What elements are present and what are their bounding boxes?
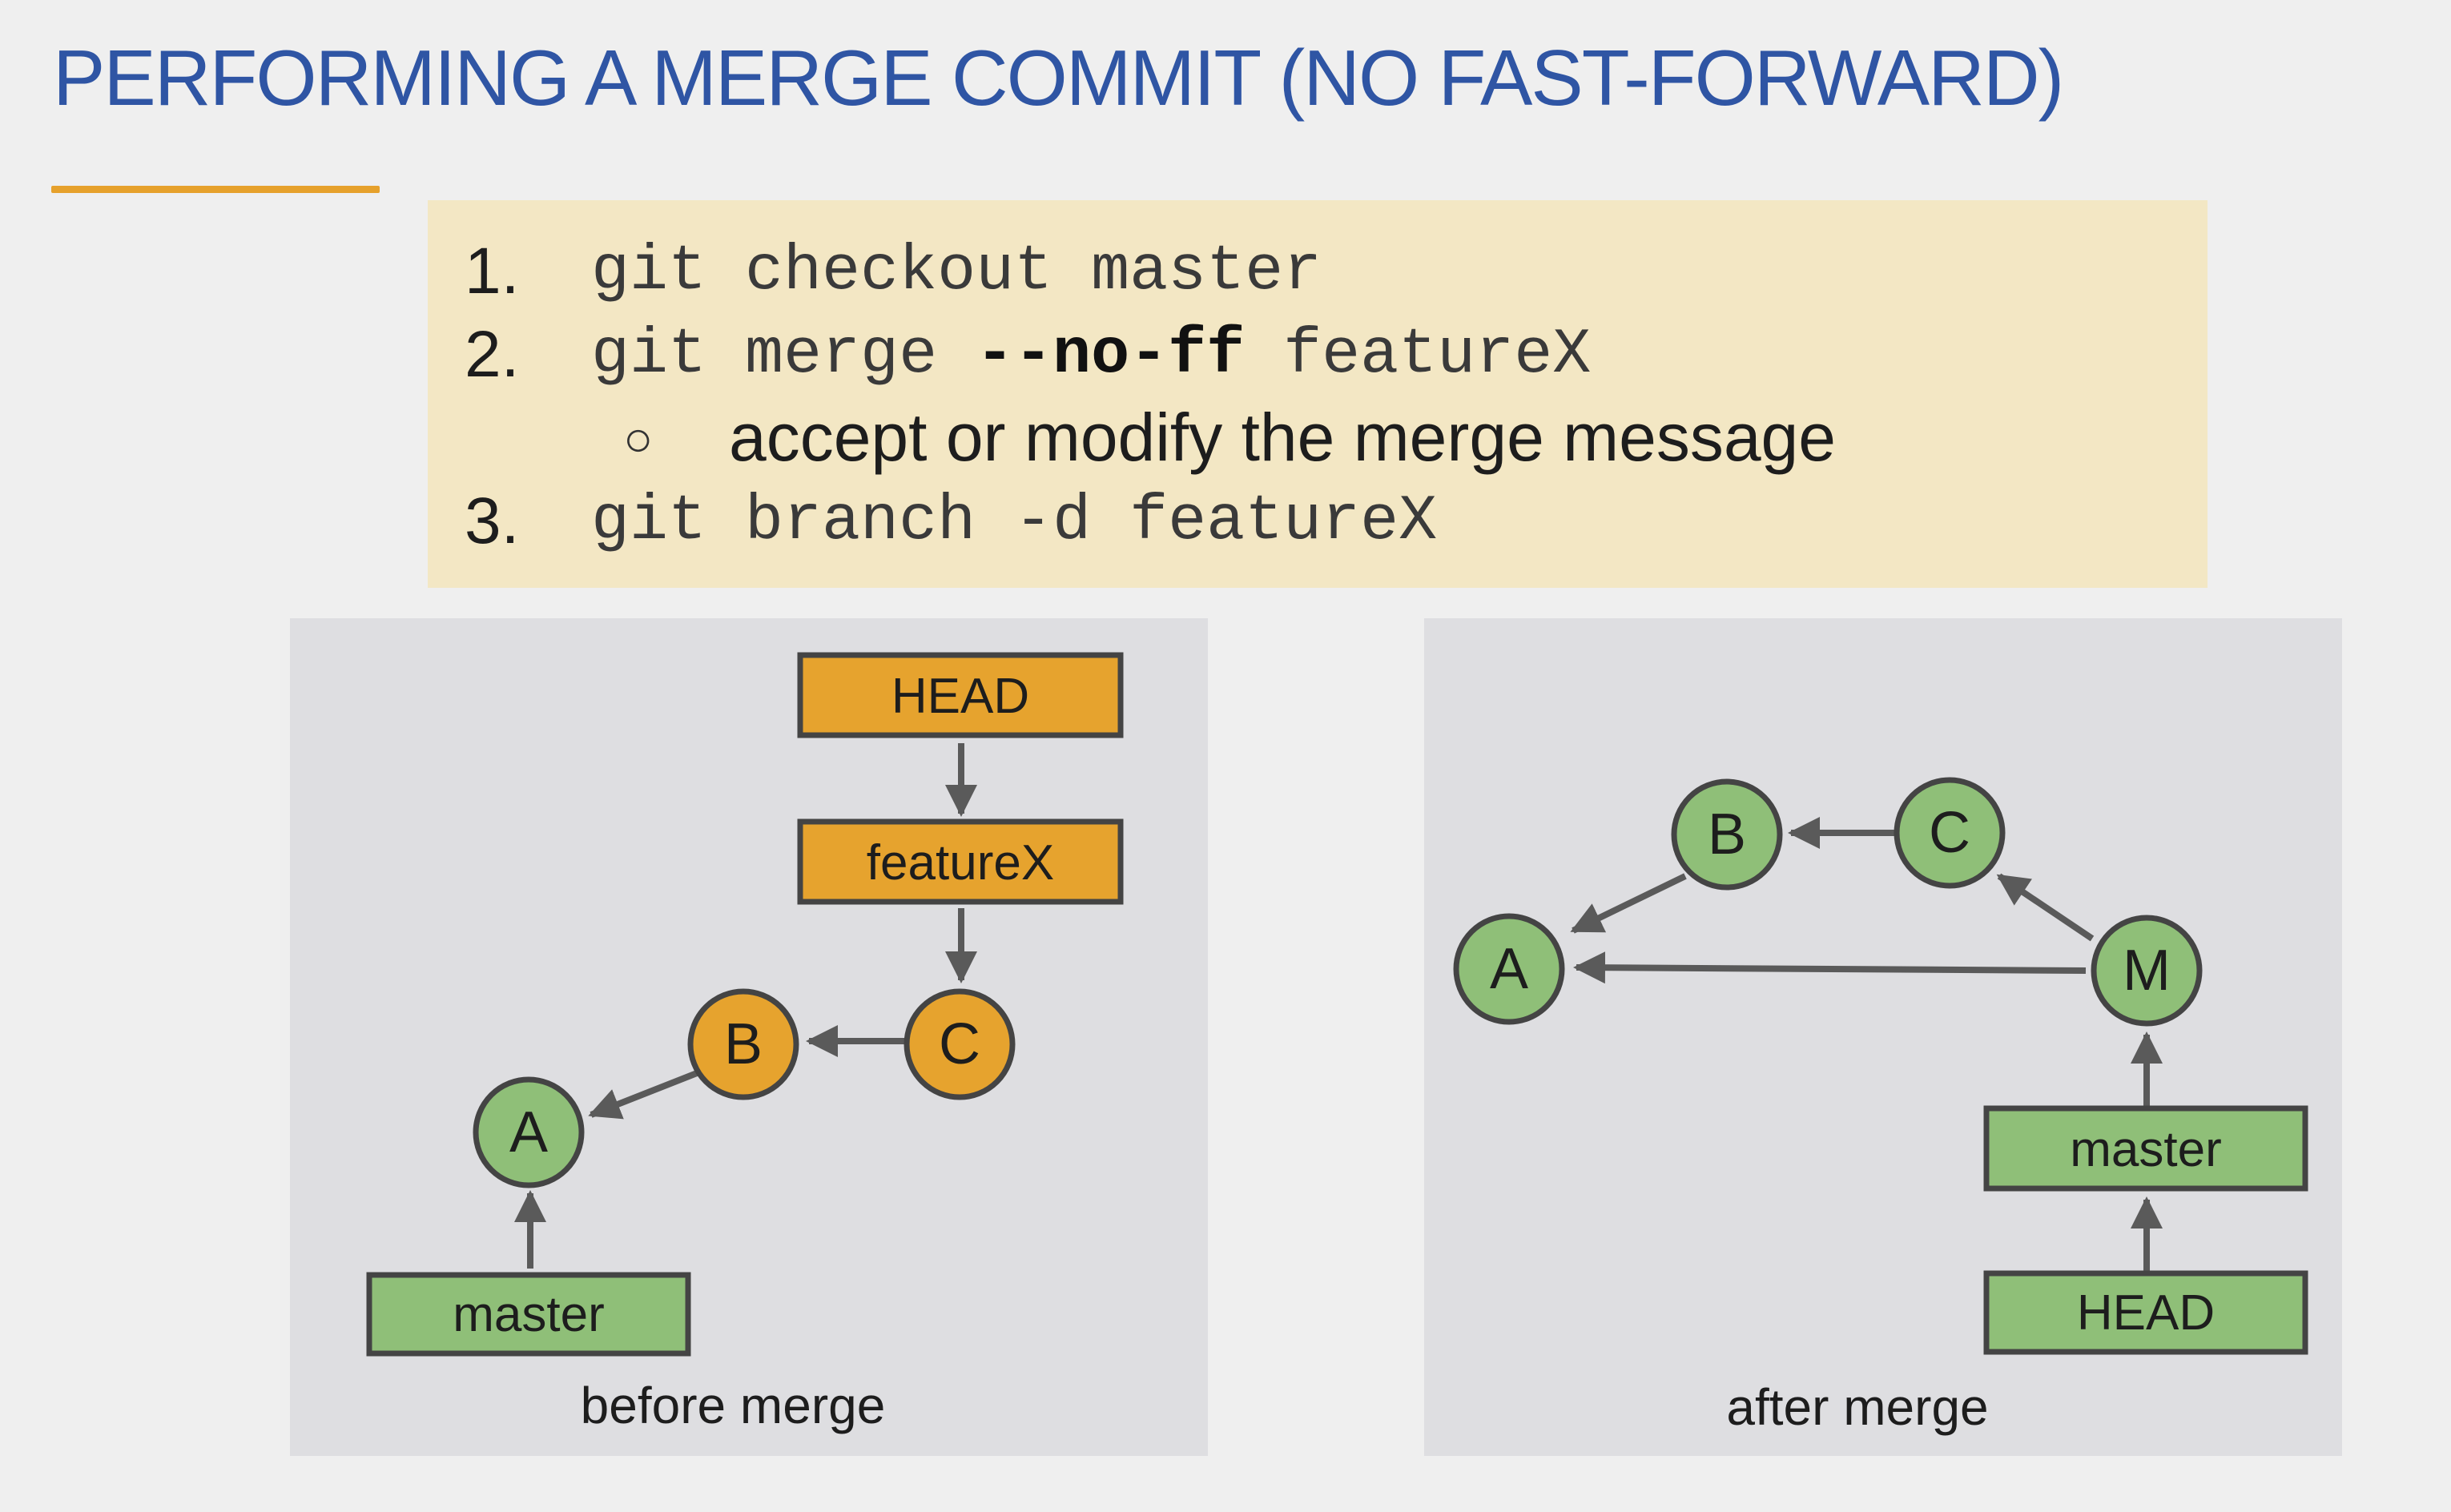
step-command: git branch -d featureX: [591, 485, 1438, 558]
commit-m-node: [2091, 915, 2203, 1027]
title-underline: [51, 186, 380, 193]
commit-c-node: [904, 988, 1016, 1100]
commit-c-node: [1894, 777, 2006, 889]
arrow-b-to-a: [588, 1070, 698, 1120]
commit-c-label: C: [939, 1012, 980, 1076]
no-ff-flag: --no-ff: [976, 319, 1246, 392]
head-ref-box: [797, 652, 1124, 738]
master-ref-box: [366, 1272, 691, 1357]
commit-a-node: [473, 1076, 585, 1188]
step-number: 1.: [465, 235, 520, 308]
step-command: git merge --no-ff featureX: [591, 319, 1592, 392]
featurex-ref-box: [797, 818, 1124, 905]
master-ref-box: [1983, 1105, 2308, 1192]
after-merge-panel: B C A M master HEAD after merge: [1424, 618, 2342, 1456]
arrow-m-to-a: [1573, 951, 2087, 984]
arrow-b-to-a: [1570, 873, 1687, 934]
commit-b-label: B: [724, 1012, 763, 1076]
commit-b-label: B: [1708, 802, 1746, 867]
commit-b-node: [687, 988, 799, 1100]
head-ref-box: [1983, 1270, 2308, 1355]
before-merge-panel: HEAD featureX C B A master before merge: [290, 618, 1208, 1456]
slide-title: PERFORMING A MERGE COMMIT (NO FAST-FORWA…: [53, 34, 2064, 122]
step-number: 2.: [465, 318, 520, 391]
sub-step-text: accept or modify the merge message: [729, 400, 1836, 475]
head-ref-label: HEAD: [2077, 1285, 2215, 1341]
commit-a-label: A: [1490, 937, 1528, 1001]
featurex-ref-label: featureX: [867, 835, 1054, 891]
commit-b-node: [1671, 778, 1783, 891]
bullet-icon: ○: [623, 412, 654, 467]
before-merge-caption: before merge: [580, 1377, 886, 1434]
step-command: git checkout master: [591, 235, 1322, 308]
master-ref-label: master: [2070, 1122, 2221, 1177]
commit-a-label: A: [509, 1100, 548, 1164]
before-merge-diagram: HEAD featureX C B A master: [366, 652, 1124, 1357]
after-merge-diagram: B C A M master HEAD: [1453, 777, 2308, 1355]
after-merge-caption: after merge: [1726, 1378, 1989, 1436]
step-number: 3.: [465, 485, 520, 557]
commit-m-label: M: [2123, 939, 2171, 1003]
steps-box: 1. git checkout master 2. git merge --no…: [428, 200, 2208, 588]
head-ref-label: HEAD: [891, 669, 1029, 724]
master-ref-label: master: [453, 1287, 604, 1342]
commit-c-label: C: [1929, 801, 1970, 865]
arrow-m-to-c: [1996, 873, 2095, 942]
commit-a-node: [1453, 913, 1565, 1025]
